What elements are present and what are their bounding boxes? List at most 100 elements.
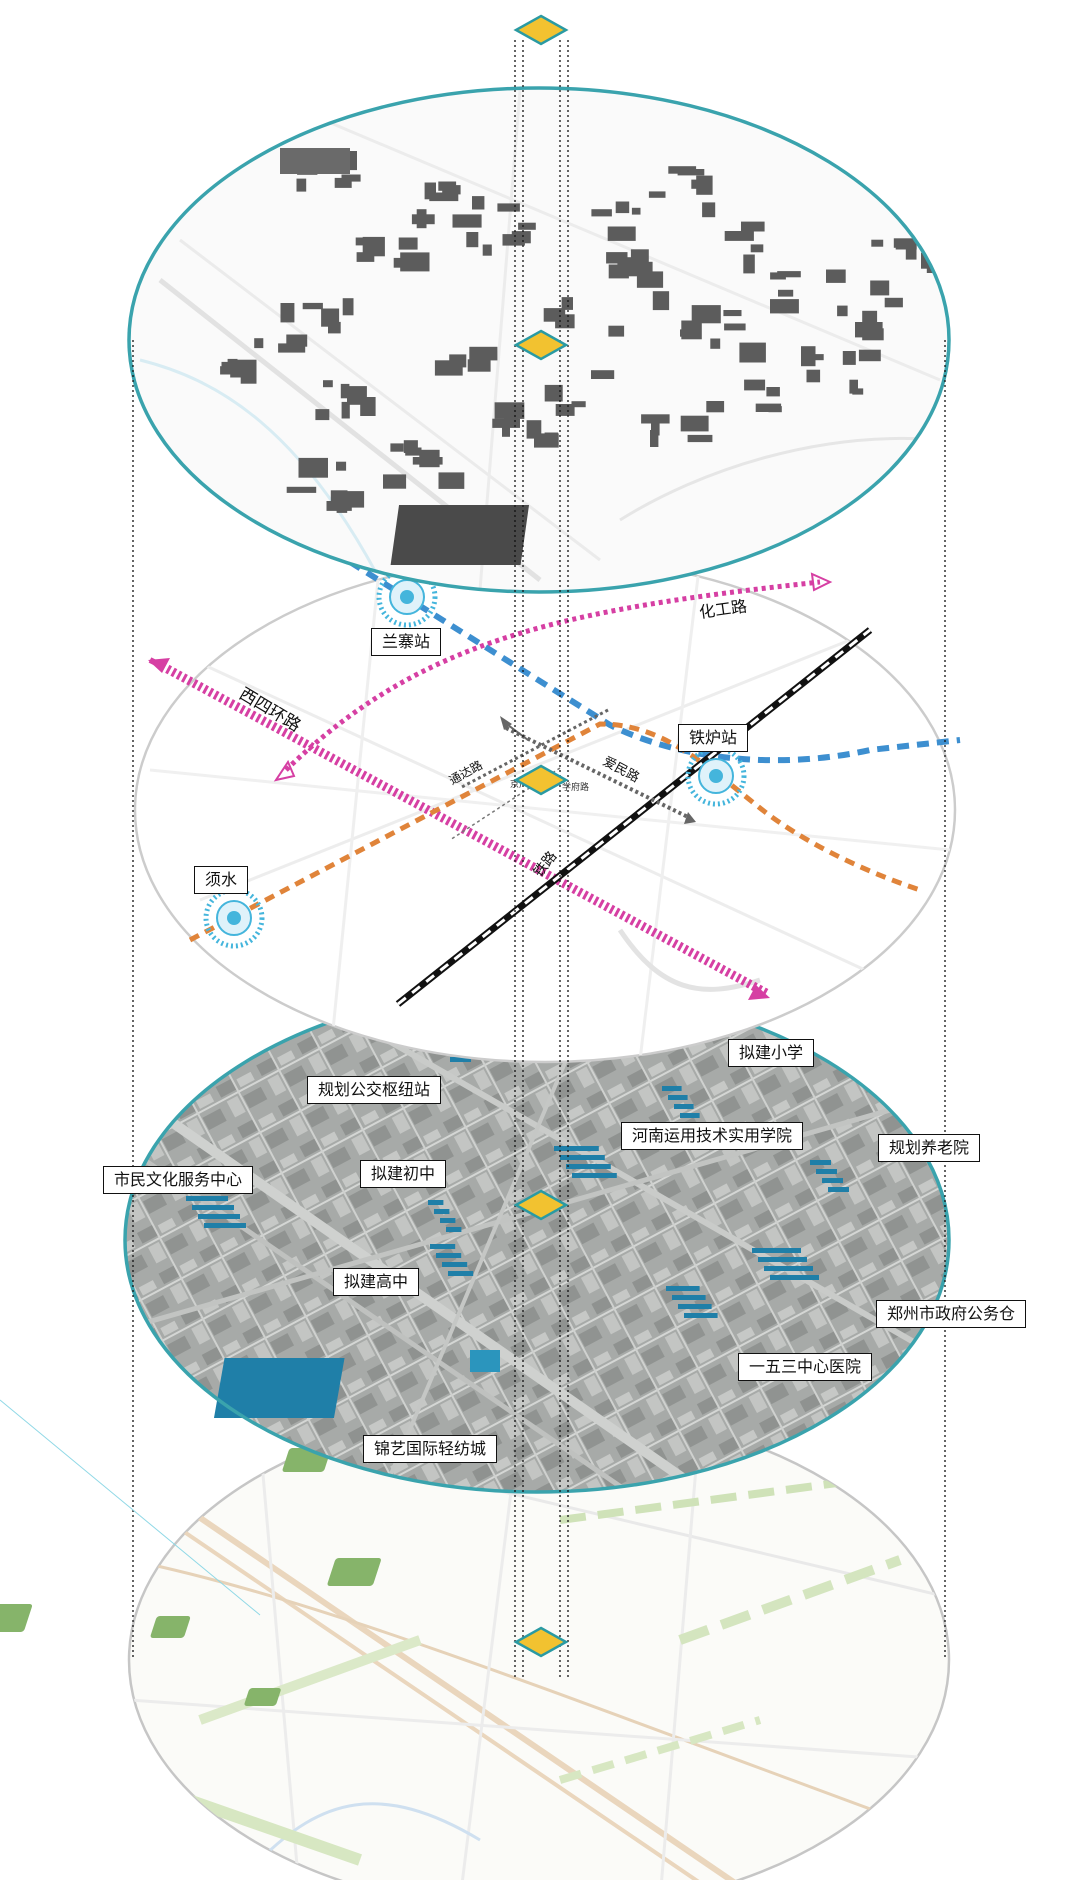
building-footprint	[768, 406, 782, 413]
building-footprint	[744, 379, 766, 391]
building-footprint	[341, 401, 350, 419]
building-footprint	[770, 299, 799, 314]
building-footprint	[544, 384, 563, 402]
building-footprint	[383, 474, 407, 489]
building-footprint	[452, 214, 482, 228]
building-footprint	[438, 472, 465, 489]
facility-building	[554, 1146, 599, 1151]
callout-bus-hub: 规划公交枢纽站	[307, 1076, 442, 1104]
building-footprint	[849, 379, 858, 394]
building-footprint	[591, 209, 612, 217]
building-footprint	[429, 192, 459, 202]
facility-building	[186, 1196, 228, 1201]
building-footprint	[680, 415, 709, 432]
green-patch	[150, 1616, 191, 1638]
building-footprint	[650, 430, 659, 447]
building-footprint	[469, 346, 498, 361]
building-footprint	[806, 369, 821, 383]
building-footprint	[648, 191, 666, 198]
building-footprint	[442, 185, 461, 195]
facility-building	[770, 1275, 819, 1280]
building-footprint	[511, 231, 531, 244]
facility-building	[428, 1200, 444, 1205]
facility-building	[668, 1095, 688, 1100]
facility-building	[192, 1205, 234, 1210]
callout-henan-college: 河南运用技术实用学院	[621, 1122, 804, 1150]
building-footprint	[220, 366, 232, 375]
building-footprint	[393, 257, 405, 268]
building-footprint	[606, 252, 628, 264]
building-footprint	[777, 271, 801, 278]
building-footprint	[702, 202, 716, 218]
building-footprint	[724, 231, 754, 241]
building-footprint	[724, 323, 746, 331]
huagong-arrow-east	[810, 572, 833, 592]
tongda-road-line	[459, 708, 609, 790]
building-footprint	[741, 221, 765, 232]
building-footprint	[837, 305, 848, 317]
building-footprint	[870, 280, 890, 296]
building-footprint	[492, 418, 520, 428]
callout-gov-warehouse: 郑州市政府公务仓	[876, 1300, 1027, 1328]
xisihuan-arrowhead-east	[748, 985, 770, 1000]
building-footprint	[278, 343, 306, 353]
facility-building	[434, 1209, 450, 1214]
facility-building	[198, 1214, 240, 1219]
building-footprint	[336, 495, 348, 513]
building-blocks	[220, 148, 949, 565]
facility-building	[446, 1227, 462, 1232]
callout-hospital: 一五三中心医院	[738, 1353, 873, 1381]
building-footprint	[723, 310, 742, 317]
building-footprint	[329, 319, 338, 329]
building-footprint	[691, 305, 721, 324]
station-label-xushui: 须水	[194, 866, 249, 894]
building-footprint	[544, 432, 559, 443]
building-footprint	[561, 297, 573, 310]
facility-building	[678, 1304, 712, 1309]
building-footprint	[609, 229, 622, 241]
building-footprint	[631, 207, 641, 215]
building-footprint	[615, 201, 630, 214]
building-footprint	[280, 303, 295, 323]
facility-building	[672, 1295, 706, 1300]
building-footprint	[472, 196, 485, 210]
facility-building	[442, 1262, 468, 1267]
building-footprint	[687, 434, 713, 443]
building-footprint	[466, 232, 479, 248]
building-footprint	[342, 298, 354, 316]
facility-building	[810, 1160, 831, 1165]
building-footprint	[571, 401, 586, 408]
facility-building	[560, 1155, 605, 1160]
building-footprint	[858, 349, 881, 362]
building-footprint-large	[390, 505, 530, 565]
building-footprint	[743, 254, 755, 274]
building-footprint	[502, 426, 510, 437]
building-footprint	[254, 338, 264, 349]
building-footprint	[227, 358, 238, 371]
callout-civic-center: 市民文化服务中心	[103, 1166, 254, 1194]
building-footprint-large	[280, 148, 350, 174]
facility-building	[450, 1057, 471, 1062]
facility-building	[816, 1169, 837, 1174]
building-footprint	[347, 151, 357, 171]
buildings-layer-rim	[127, 86, 951, 594]
building-footprint	[842, 351, 856, 365]
building-footprint	[296, 178, 307, 192]
building-footprint	[739, 342, 766, 363]
facility-building	[684, 1313, 718, 1318]
core-diamond-marker	[513, 14, 569, 46]
building-footprint	[706, 401, 725, 413]
building-footprint	[336, 461, 347, 471]
facility-building	[436, 1253, 462, 1258]
facility-building	[572, 1173, 617, 1178]
building-footprint	[347, 386, 367, 405]
building-footprint	[302, 302, 323, 310]
building-footprint	[651, 422, 660, 436]
facility-building	[666, 1286, 700, 1291]
callout-primary-school: 拟建小学	[728, 1039, 815, 1067]
building-footprint	[416, 209, 427, 229]
building-footprint	[323, 380, 333, 388]
station-label-lanzhai: 兰寨站	[371, 628, 442, 656]
label-xuefu: 学府路	[562, 781, 589, 793]
layer-transit: 西四环路 化工路 通达路 爱民路 铁路 京广路 学府路	[133, 556, 961, 1064]
